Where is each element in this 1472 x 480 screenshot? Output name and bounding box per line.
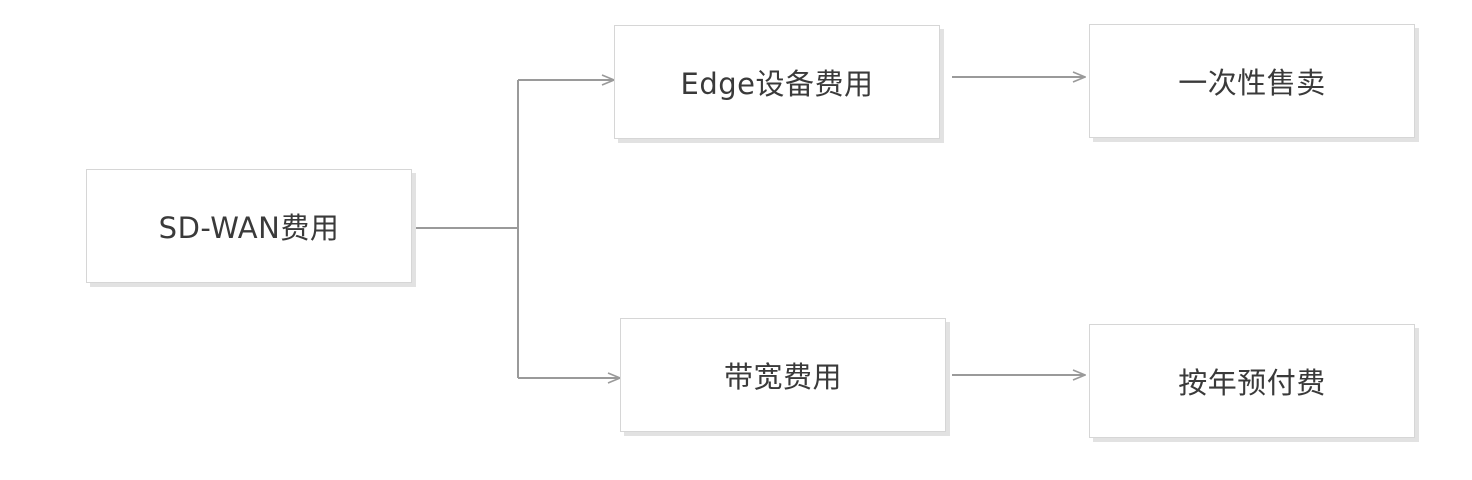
- bandwidth-fee-label: 带宽费用: [723, 360, 842, 394]
- edge-device-fee-label: Edge设备费用: [680, 67, 874, 101]
- edge-device-fee-node: Edge设备费用: [614, 25, 940, 139]
- bandwidth-fee-node: 带宽费用: [620, 318, 946, 432]
- root-node-label: SD-WAN费用: [158, 211, 340, 245]
- one-time-sale-label: 一次性售卖: [1178, 66, 1326, 100]
- root-node: SD-WAN费用: [86, 169, 412, 283]
- yearly-prepaid-node: 按年预付费: [1089, 324, 1415, 438]
- yearly-prepaid-label: 按年预付费: [1178, 366, 1326, 400]
- one-time-sale-node: 一次性售卖: [1089, 24, 1415, 138]
